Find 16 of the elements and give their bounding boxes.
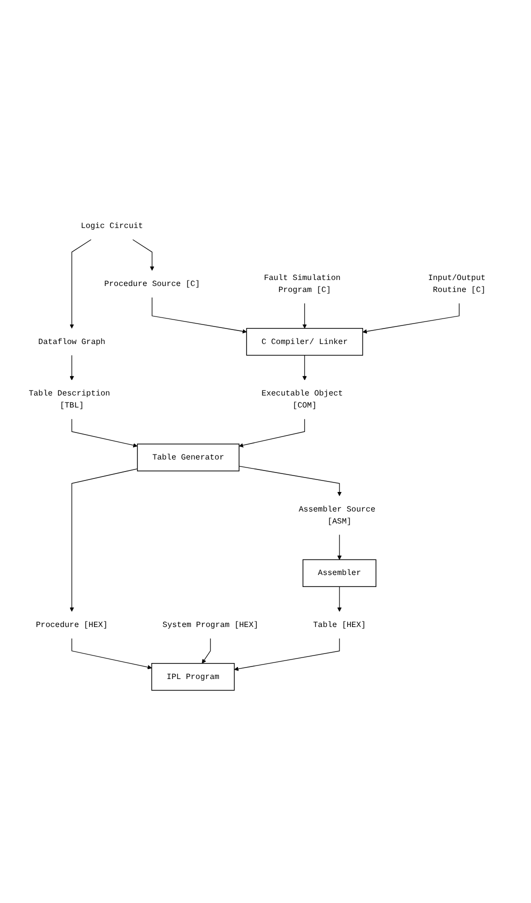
- arrow: [132, 239, 154, 271]
- arrow: [337, 534, 342, 560]
- arrow: [202, 638, 211, 664]
- arrow: [70, 468, 138, 612]
- arrow: [362, 303, 460, 334]
- arrow: [302, 354, 307, 380]
- arrow: [302, 303, 307, 329]
- arrow: [152, 297, 247, 334]
- arrow: [238, 418, 305, 448]
- arrow: [238, 466, 342, 496]
- arrow: [70, 239, 92, 329]
- arrow: [234, 638, 340, 671]
- arrow: [70, 354, 74, 380]
- arrow: [337, 586, 342, 612]
- arrow: [71, 638, 152, 670]
- arrow: [71, 418, 138, 448]
